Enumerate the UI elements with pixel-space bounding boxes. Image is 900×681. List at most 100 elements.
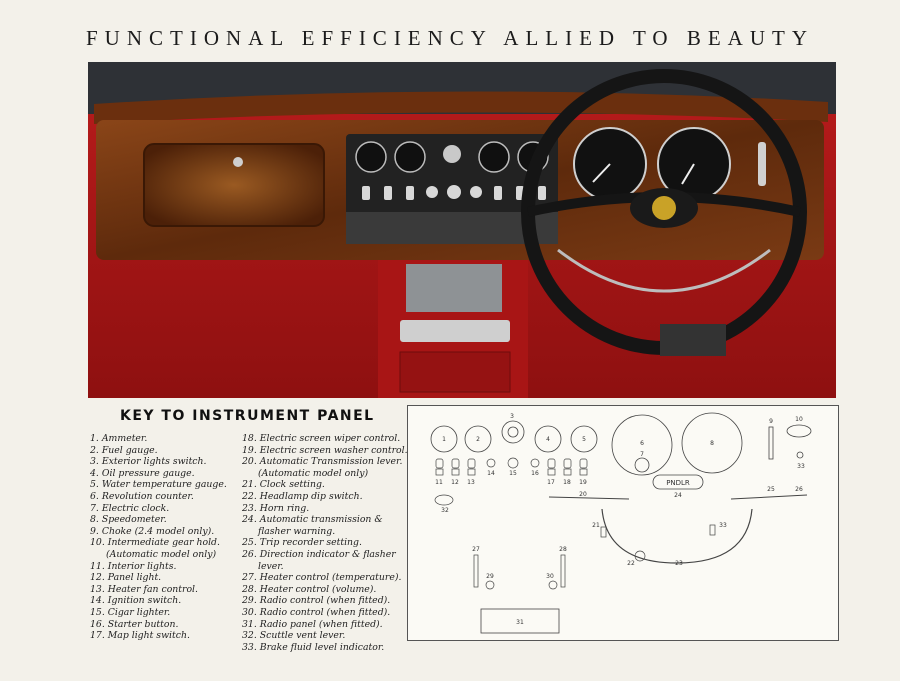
switch-3 xyxy=(501,420,525,444)
label-27: 27 xyxy=(472,546,480,553)
label-33-top: 33 xyxy=(797,463,805,470)
label-10: 10 xyxy=(795,416,803,423)
key-item: 30. Radio control (when fitted). xyxy=(242,606,391,618)
key-list-column-1: 1. Ammeter. 2. Fuel gauge. 3. Exterior l… xyxy=(90,433,240,642)
key-item: 16. Starter button. xyxy=(90,618,179,630)
key-item: 31. Radio panel (when fitted). xyxy=(242,618,383,630)
key-list-column-2: 18. Electric screen wiper control. 19. E… xyxy=(242,433,408,653)
key-item: 21. Clock setting. xyxy=(242,479,325,491)
clock-7 xyxy=(634,457,650,473)
key-item: 26. Direction indicator & flasher xyxy=(242,548,396,560)
choke-9 xyxy=(768,426,774,460)
key-item: 19. Electric screen washer control. xyxy=(242,444,408,456)
label-28: 28 xyxy=(559,546,567,553)
gauge-4 xyxy=(534,425,562,453)
label-20: 20 xyxy=(579,491,587,498)
label-22: 22 xyxy=(627,560,635,567)
dip-switch-22 xyxy=(634,550,646,562)
key-item-continuation: lever. xyxy=(258,560,284,572)
label-11: 11 xyxy=(435,479,443,486)
key-item: 12. Panel light. xyxy=(90,572,162,584)
key-item: 6. Revolution counter. xyxy=(90,490,194,502)
label-24: 24 xyxy=(674,492,682,499)
key-item: 4. Oil pressure gauge. xyxy=(90,467,195,479)
label-23: 23 xyxy=(675,560,683,567)
heater-control-28 xyxy=(560,554,566,588)
key-item: 2. Fuel gauge. xyxy=(90,444,158,456)
radio-control-29 xyxy=(485,580,495,590)
instrument-panel-diagram: PNDLR 1 2 3 4 5 6 7 8 9 10 11 12 13 14 1… xyxy=(407,405,839,641)
label-26: 26 xyxy=(795,486,803,493)
page-title: FUNCTIONAL EFFICIENCY ALLIED TO BEAUTY xyxy=(86,26,814,50)
dashboard-photo xyxy=(88,62,836,398)
key-item-continuation: (Automatic model only) xyxy=(106,548,217,560)
label-33-bottom: 33 xyxy=(719,522,727,529)
label-15: 15 xyxy=(509,470,517,477)
key-item: 18. Electric screen wiper control. xyxy=(242,433,401,444)
key-item: 25. Trip recorder setting. xyxy=(242,537,362,549)
key-item: 20. Automatic Transmission lever. xyxy=(242,456,403,468)
gauge-5 xyxy=(570,425,598,453)
key-item: 29. Radio control (when fitted). xyxy=(242,595,391,607)
rev-counter-6 xyxy=(611,414,673,476)
key-heading: KEY TO INSTRUMENT PANEL xyxy=(120,408,375,424)
label-18: 18 xyxy=(563,479,571,486)
label-13: 13 xyxy=(467,479,475,486)
label-25: 25 xyxy=(767,486,775,493)
heater-control-27 xyxy=(473,554,479,588)
lever-26 xyxy=(730,494,808,500)
key-item: 24. Automatic transmission & xyxy=(242,514,383,526)
speedometer-8 xyxy=(681,412,743,474)
label-21: 21 xyxy=(592,522,600,529)
gear-hold-10 xyxy=(786,424,812,438)
selector-text: PNDLR xyxy=(666,479,690,487)
selector-indicator-24 xyxy=(652,474,704,490)
key-item: 17. Map light switch. xyxy=(90,630,190,642)
key-item-continuation: flasher warning. xyxy=(258,525,336,537)
key-item: 5. Water temperature gauge. xyxy=(90,479,227,491)
key-item: 23. Horn ring. xyxy=(242,502,310,514)
key-item: 9. Choke (2.4 model only). xyxy=(90,525,215,537)
label-9: 9 xyxy=(769,418,773,425)
key-item: 8. Speedometer. xyxy=(90,514,167,526)
diagram-labels: 1 2 3 4 5 6 7 8 9 10 11 12 13 14 15 16 1… xyxy=(435,413,805,626)
key-item-continuation: (Automatic model only) xyxy=(258,467,369,479)
label-31: 31 xyxy=(516,619,524,626)
key-item: 32. Scuttle vent lever. xyxy=(242,630,346,642)
label-1: 1 xyxy=(442,436,446,443)
key-item: 33. Brake fluid level indicator. xyxy=(242,641,385,653)
gauge-2 xyxy=(464,425,492,453)
label-7: 7 xyxy=(640,451,644,458)
key-item: 1. Ammeter. xyxy=(90,433,148,444)
label-3: 3 xyxy=(510,413,514,420)
vent-lever-32 xyxy=(434,494,454,506)
key-item: 27. Heater control (temperature). xyxy=(242,572,402,584)
label-6: 6 xyxy=(640,440,644,447)
key-item: 7. Electric clock. xyxy=(90,502,170,514)
label-17: 17 xyxy=(547,479,555,486)
key-item: 10. Intermediate gear hold. xyxy=(90,537,220,549)
label-5: 5 xyxy=(582,436,586,443)
key-item: 11. Interior lights. xyxy=(90,560,177,572)
radio-panel-31 xyxy=(480,608,560,634)
label-19: 19 xyxy=(579,479,587,486)
radio-control-30 xyxy=(548,580,558,590)
label-30: 30 xyxy=(546,573,554,580)
label-16: 16 xyxy=(531,470,539,477)
lever-20 xyxy=(548,496,630,500)
diagram-frame xyxy=(407,405,839,641)
horn-ring-23 xyxy=(601,508,753,564)
key-item: 13. Heater fan control. xyxy=(90,583,198,595)
key-item: 3. Exterior lights switch. xyxy=(90,456,207,468)
label-4: 4 xyxy=(546,436,550,443)
label-14: 14 xyxy=(487,470,495,477)
key-item: 14. Ignition switch. xyxy=(90,595,182,607)
key-item: 15. Cigar lighter. xyxy=(90,606,171,618)
key-item: 28. Heater control (volume). xyxy=(242,583,377,595)
item-33-top xyxy=(796,451,804,459)
label-12: 12 xyxy=(451,479,459,486)
label-2: 2 xyxy=(476,436,480,443)
gauge-1 xyxy=(430,425,458,453)
key-item: 22. Headlamp dip switch. xyxy=(242,490,363,502)
label-32: 32 xyxy=(441,507,449,514)
